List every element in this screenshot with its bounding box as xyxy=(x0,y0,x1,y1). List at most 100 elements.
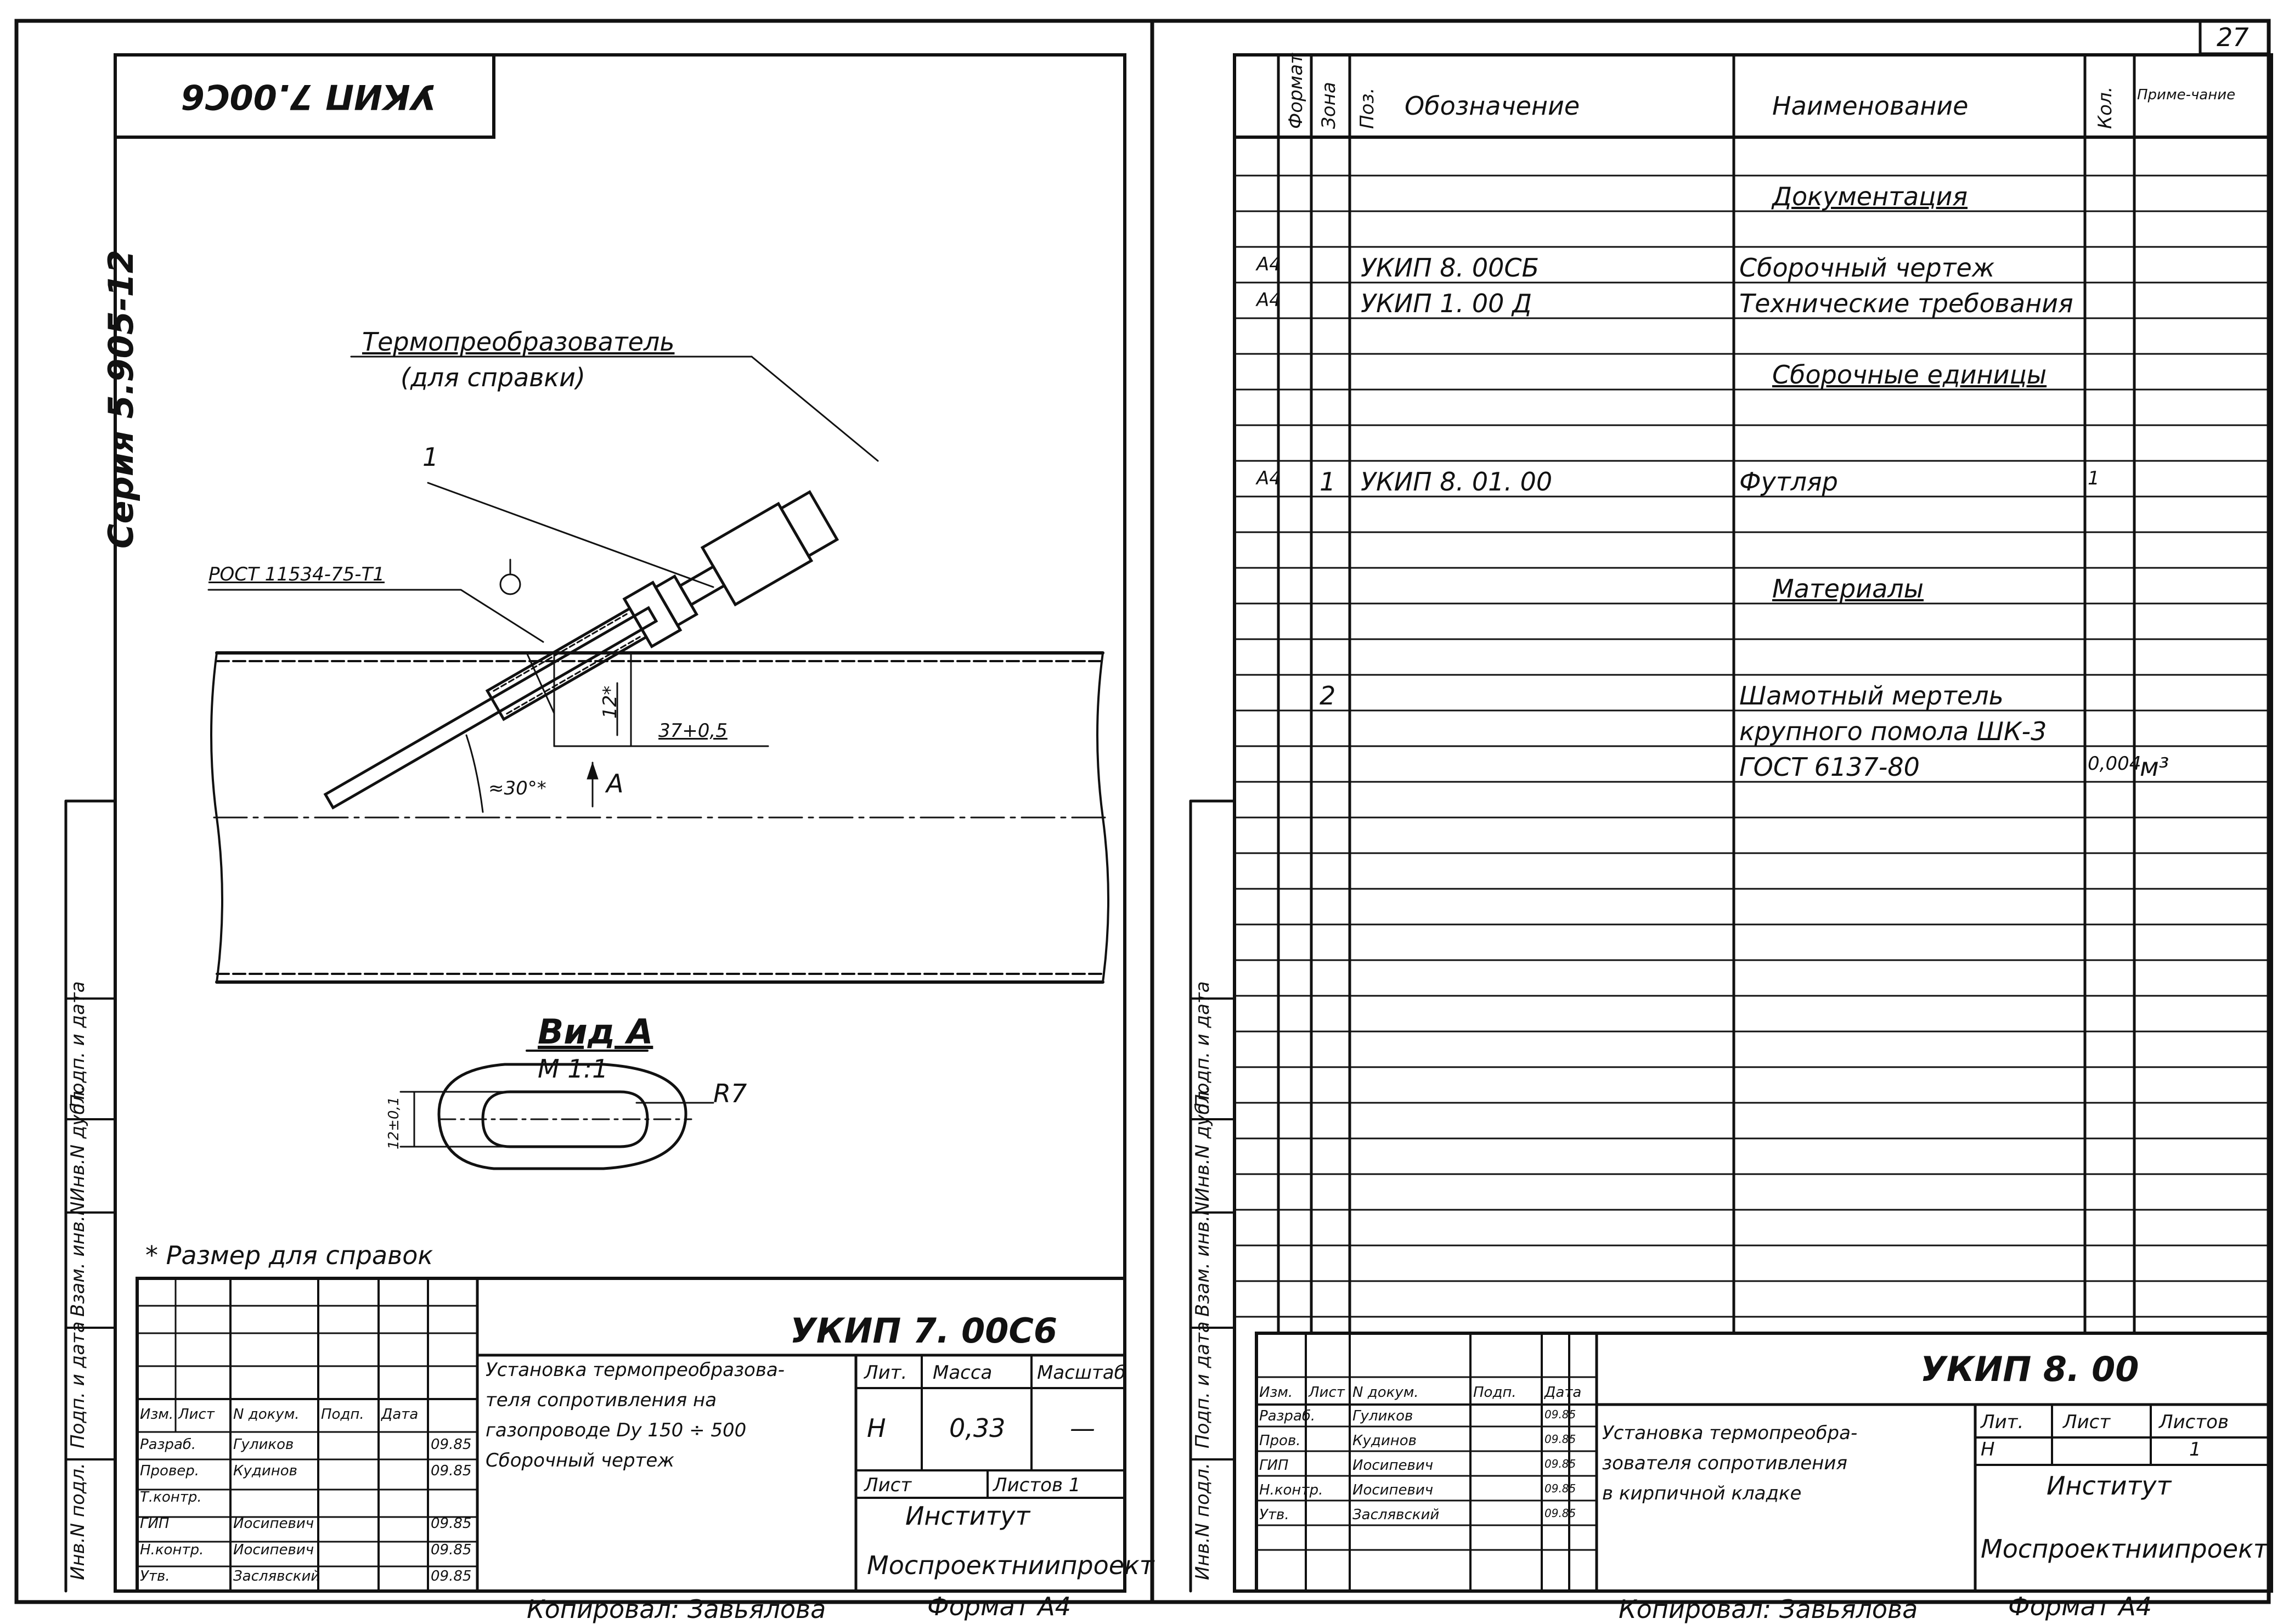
left-tb-name: Иосипевич xyxy=(233,1542,314,1558)
left-tb-col-head: Дата xyxy=(381,1406,419,1423)
spec-code: УКИП 1. 00 Д xyxy=(1361,289,1532,318)
side-column-label: Подп. и дата xyxy=(67,1321,89,1448)
left-tb-name: Гуликов xyxy=(233,1436,294,1453)
spec-header: Наименование xyxy=(1772,91,1969,121)
page-number: 27 xyxy=(2217,22,2249,52)
right-tb-col-head: N докум. xyxy=(1352,1384,1419,1401)
right-tb-sheet-head: Лист xyxy=(2063,1411,2111,1433)
spec-name: Сборочный чертеж xyxy=(1739,253,1995,283)
spec-name: Технические требования xyxy=(1739,289,2073,318)
right-tb-org1: Институт xyxy=(2047,1471,2172,1501)
right-tb-role: Пров. xyxy=(1259,1433,1301,1449)
view-title: Вид А xyxy=(538,1012,653,1052)
left-tb-sheet: Лист xyxy=(864,1474,912,1496)
spec-header: Формат xyxy=(1285,53,1307,129)
left-tb-desc-line: теля сопротивления на xyxy=(486,1389,717,1411)
right-tb-role: Утв. xyxy=(1259,1507,1289,1523)
spec-format: А4 xyxy=(1256,289,1281,311)
left-tb-date: 09.85 xyxy=(431,1542,472,1558)
side-column-label: Подп. и дата xyxy=(67,981,89,1108)
spec-name: Документация xyxy=(1772,182,1968,211)
right-tb-name: Заслявский xyxy=(1352,1507,1440,1523)
side-column-label: Инв.N подл. xyxy=(67,1463,89,1580)
spec-code: УКИП 8. 00СБ xyxy=(1361,253,1540,283)
spec-code: УКИП 8. 01. 00 xyxy=(1361,467,1553,497)
left-tb-sheets: Листов 1 xyxy=(993,1474,1081,1496)
side-column-label: Подп. и дата xyxy=(1192,1321,1214,1448)
right-tb-date: 09.85 xyxy=(1544,1408,1576,1421)
spec-name: крупного помола ШК-3 xyxy=(1739,717,2047,746)
label-gost: РОСТ 11534-75-Т1 xyxy=(208,563,385,585)
right-tb-name: Иосипевич xyxy=(1352,1482,1434,1498)
right-tb-code: УКИП 8. 00 xyxy=(1920,1349,2139,1389)
side-column-label: Подп. и дата xyxy=(1192,981,1214,1108)
label-angle: ≈30°* xyxy=(488,777,546,799)
spec-pos: 2 xyxy=(1320,681,1336,710)
left-tb-org1: Институт xyxy=(905,1501,1030,1531)
spec-header: Зона xyxy=(1318,82,1340,129)
right-outer-border xyxy=(1150,19,2271,1604)
left-tb-col-head: Лист xyxy=(178,1406,215,1423)
right-tb-lit-head: Лит. xyxy=(1981,1411,2024,1433)
spec-header: Приме-чание xyxy=(2137,87,2236,103)
label-dim-12: 12* xyxy=(599,685,621,719)
left-tb-code: УКИП 7. 00С6 xyxy=(790,1311,1058,1351)
view-scale: М 1:1 xyxy=(538,1054,608,1084)
right-tb-col-head: Подп. xyxy=(1473,1384,1517,1401)
left-tb-name: Кудинов xyxy=(233,1463,297,1479)
left-tb-scale-head: Масштаб xyxy=(1037,1362,1126,1384)
note-reference: * Размер для справок xyxy=(145,1240,433,1270)
right-tb-date: 09.85 xyxy=(1544,1433,1576,1446)
spec-pos: 1 xyxy=(1320,467,1336,497)
left-format: Формат А4 xyxy=(927,1592,1071,1621)
right-tb-col-head: Лист xyxy=(1309,1384,1345,1401)
right-copied: Копировал: Завьялова xyxy=(1619,1594,1918,1624)
right-tb-date: 09.85 xyxy=(1544,1482,1576,1495)
spec-name: Материалы xyxy=(1772,574,1924,604)
spec-qty: 0,004 xyxy=(2088,753,2141,775)
spec-format: А4 xyxy=(1256,467,1281,489)
left-tb-col-head: Изм. xyxy=(140,1406,174,1423)
left-tb-date: 09.85 xyxy=(431,1436,472,1453)
left-series: Серия 5.905-12 xyxy=(101,250,141,549)
spec-name: Футляр xyxy=(1739,467,1838,497)
label-thermo: Термопреобразователь xyxy=(362,327,675,357)
label-thermo-note: (для справки) xyxy=(401,363,585,392)
side-column-label: Инв.N подл. xyxy=(1192,1463,1214,1580)
label-pos1: 1 xyxy=(422,442,439,472)
right-tb-org2: Моспроектниипроект xyxy=(1981,1534,2268,1564)
left-tb-col-head: Подп. xyxy=(321,1406,364,1423)
spec-name: Шамотный мертель xyxy=(1739,681,2004,710)
left-tb-date: 09.85 xyxy=(431,1515,472,1532)
left-tb-lit-head: Лит. xyxy=(864,1362,907,1384)
left-tb-name: Заслявский xyxy=(233,1568,320,1584)
right-tb-name: Кудинов xyxy=(1352,1433,1417,1449)
right-tb-col-head: Изм. xyxy=(1259,1384,1293,1401)
left-tb-role: Разраб. xyxy=(140,1436,196,1453)
label-dim-37: 37+0,5 xyxy=(658,720,728,742)
right-tb-sheets: 1 xyxy=(2189,1439,2201,1461)
left-tb-role: Утв. xyxy=(140,1568,170,1584)
side-column-label: Взам. инв.N xyxy=(1192,1201,1214,1317)
left-tb-role: ГИП xyxy=(140,1515,170,1532)
right-tb-role: Разраб. xyxy=(1259,1408,1316,1424)
label-dim-vertical: 12±0,1 xyxy=(386,1096,402,1149)
left-tb-lit: Н xyxy=(867,1413,886,1443)
left-tb-mass: 0,33 xyxy=(949,1413,1006,1443)
left-tb-org2: Моспроектниипроект xyxy=(867,1550,1154,1580)
left-rot-stamp: УКИП 7.00С6 xyxy=(181,77,437,117)
right-tb-sheets-head: Листов xyxy=(2159,1411,2229,1433)
label-r7: R7 xyxy=(713,1079,747,1108)
left-copied: Копировал: Завьялова xyxy=(527,1594,826,1624)
left-tb-desc-line: Установка термопреобразова- xyxy=(486,1359,785,1381)
right-tb-date: 09.85 xyxy=(1544,1507,1576,1520)
left-tb-role: Н.контр. xyxy=(140,1542,204,1558)
side-column-label: Взам. инв.N xyxy=(67,1201,89,1317)
right-tb-desc-line: в кирпичной кладке xyxy=(1602,1482,1802,1504)
left-tb-scale: — xyxy=(1070,1413,1095,1443)
right-format: Формат А4 xyxy=(2008,1592,2152,1621)
right-tb-name: Иосипевич xyxy=(1352,1457,1434,1474)
left-tb-date: 09.85 xyxy=(431,1568,472,1584)
right-tb-col-head: Дата xyxy=(1544,1384,1582,1401)
